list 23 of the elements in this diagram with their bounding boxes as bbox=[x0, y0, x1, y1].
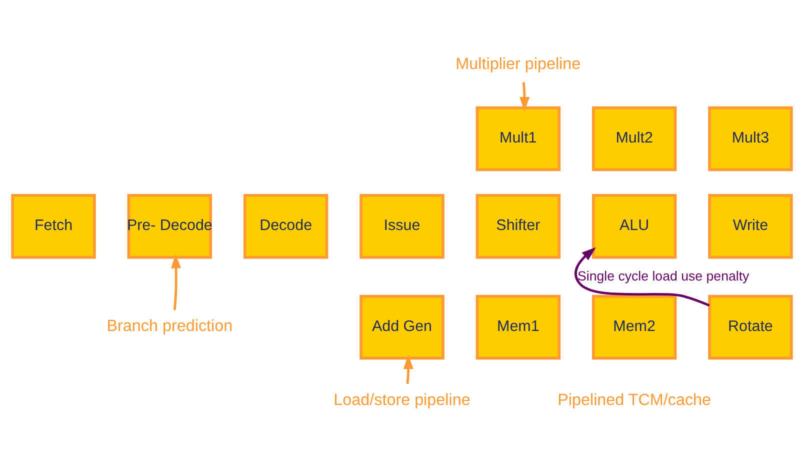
node-text: Branch prediction bbox=[106, 316, 233, 335]
node-text: Load/store pipeline bbox=[334, 390, 470, 408]
node-box: ALU bbox=[592, 193, 677, 258]
arrow bbox=[520, 82, 530, 111]
node-box: Mem1 bbox=[476, 294, 561, 360]
node-box: Decode bbox=[243, 193, 328, 258]
node-box: Mult2 bbox=[592, 106, 677, 171]
arrow bbox=[171, 253, 182, 310]
node-text: Multiplier pipeline bbox=[456, 54, 581, 72]
arrow bbox=[574, 246, 710, 306]
node-box: Shifter bbox=[476, 193, 561, 258]
node-box: Rotate bbox=[708, 294, 793, 360]
edge-label: Single cycle load use penalty bbox=[578, 268, 750, 283]
node-box: Mult1 bbox=[476, 106, 561, 171]
node-box: Fetch bbox=[11, 193, 96, 258]
node-box: Issue bbox=[360, 193, 444, 258]
node-box: Pre- Decode bbox=[127, 193, 212, 258]
node-box: Add Gen bbox=[360, 294, 444, 360]
node-box: Mem2 bbox=[592, 294, 677, 360]
arrow bbox=[403, 354, 414, 384]
node-box: Write bbox=[708, 193, 793, 258]
node-box: Mult3 bbox=[708, 106, 793, 171]
label: Pipelined TCM/cache bbox=[558, 390, 712, 408]
